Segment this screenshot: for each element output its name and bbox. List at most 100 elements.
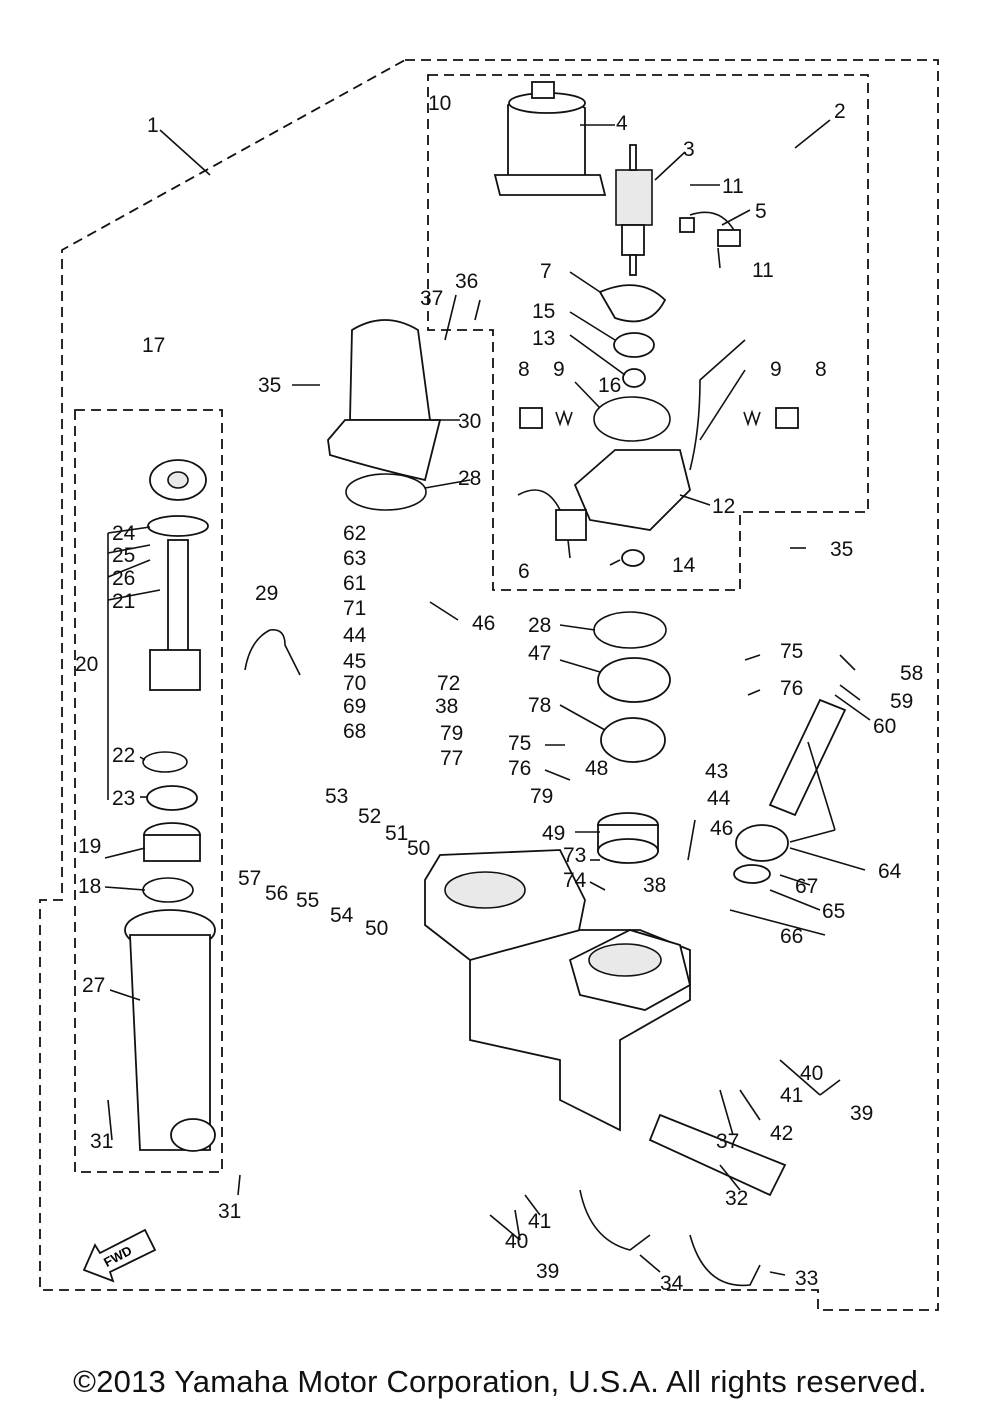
callout-32: 32: [725, 1187, 748, 1210]
callout-29: 29: [255, 582, 278, 605]
callout-60: 60: [873, 715, 896, 738]
callout-2: 2: [834, 100, 846, 123]
callout-31-right: 31: [218, 1200, 241, 1223]
callout-45: 45: [343, 650, 366, 673]
callout-8-right: 8: [815, 358, 827, 381]
callout-46-right: 46: [710, 817, 733, 840]
callout-39-right: 39: [850, 1102, 873, 1125]
spring-part-9-right: [743, 409, 761, 427]
spring-part-9-left: [555, 409, 573, 427]
callout-37-upper: 37: [420, 287, 443, 310]
leader-lines: [104, 119, 871, 1276]
callout-79-lower: 79: [530, 785, 553, 808]
tilt-cylinder-part-27: [124, 909, 216, 1152]
callout-18: 18: [78, 875, 101, 898]
callout-labels: 1 2 3 4 5 6 7 8 8 9 9 10 11 11 12 13 14 …: [75, 92, 923, 1295]
oil-seal-part-14: [621, 549, 645, 567]
callout-7: 7: [540, 260, 552, 283]
callout-20: 20: [75, 653, 98, 676]
o-ring-part-18: [142, 877, 194, 903]
callout-49: 49: [542, 822, 565, 845]
o-ring-part-22: [142, 751, 188, 773]
callout-34: 34: [660, 1272, 684, 1295]
callout-43: 43: [705, 760, 728, 783]
callout-27: 27: [82, 974, 105, 997]
callout-68: 68: [343, 720, 366, 743]
callout-16: 16: [598, 374, 621, 397]
callout-66: 66: [780, 925, 803, 948]
callout-25: 25: [112, 544, 135, 567]
filter-part-47: [597, 657, 671, 703]
callout-6: 6: [518, 560, 530, 583]
callout-76-upper: 76: [780, 677, 803, 700]
pipe-part-33: [689, 1234, 761, 1287]
copyright-notice: ©2013 Yamaha Motor Corporation, U.S.A. A…: [73, 1364, 927, 1399]
callout-12: 12: [712, 495, 735, 518]
callout-19: 19: [78, 835, 101, 858]
callout-53: 53: [325, 785, 348, 808]
callout-37-lower: 37: [716, 1130, 739, 1153]
callout-11-lower: 11: [752, 259, 774, 282]
callout-59: 59: [890, 690, 913, 713]
piston-rod-assembly-part-21: [147, 459, 209, 691]
motor-shaft-part-64: [768, 698, 847, 817]
callout-57: 57: [238, 867, 261, 890]
callout-61: 61: [343, 572, 366, 595]
callout-64: 64: [878, 860, 902, 883]
callout-41-bottom: 41: [528, 1210, 551, 1233]
reservoir-part-30: [327, 319, 442, 482]
motor-yoke-part-4: [493, 81, 607, 196]
callout-51: 51: [385, 822, 408, 845]
callout-47: 47: [528, 642, 551, 665]
brush-part-8-left: [519, 407, 543, 429]
callout-63: 63: [343, 547, 366, 570]
callout-28-lower: 28: [528, 614, 551, 637]
callout-73: 73: [563, 844, 586, 867]
seal-part-67: [735, 824, 789, 862]
assembly-2-outline: [427, 74, 869, 591]
callout-23: 23: [112, 787, 135, 810]
callout-11-upper: 11: [722, 175, 744, 198]
callout-44-left: 44: [343, 624, 367, 647]
callout-15: 15: [532, 300, 555, 323]
callout-46-left: 46: [472, 612, 495, 635]
callout-67: 67: [795, 875, 818, 898]
o-ring-part-65: [733, 864, 771, 884]
gear-pump-part-49: [597, 812, 659, 864]
callout-33: 33: [795, 1267, 818, 1290]
assembly-1-outline: [39, 59, 939, 1311]
callout-50-lower: 50: [365, 917, 388, 940]
pin-part-32: [648, 1113, 787, 1197]
callout-40-bottom: 40: [505, 1230, 528, 1253]
callout-24: 24: [112, 522, 136, 545]
callout-56: 56: [265, 882, 288, 905]
assembly-17-outline: [74, 409, 223, 1173]
manifold-housing: [424, 849, 692, 1132]
callout-54: 54: [330, 904, 354, 927]
callout-42: 42: [770, 1122, 793, 1145]
filter-part-78: [600, 717, 666, 763]
callout-28-upper: 28: [458, 467, 481, 490]
cylinder-cap-part-19: [143, 822, 201, 862]
callout-65: 65: [822, 900, 845, 923]
oil-seal-part-13: [622, 368, 646, 388]
o-ring-part-28-upper: [345, 473, 427, 511]
callout-38-upper: 38: [435, 695, 458, 718]
callout-74: 74: [563, 869, 587, 892]
callout-17: 17: [142, 334, 165, 357]
callout-14: 14: [672, 554, 696, 577]
callout-39-bottom: 39: [536, 1260, 559, 1283]
callout-72: 72: [437, 672, 460, 695]
callout-13: 13: [532, 327, 555, 350]
callout-50-right: 50: [407, 837, 430, 860]
callout-48: 48: [585, 757, 608, 780]
callout-69: 69: [343, 695, 366, 718]
callout-75-upper: 75: [780, 640, 803, 663]
callout-22: 22: [112, 744, 135, 767]
pipe-part-34: [579, 1189, 651, 1251]
callout-38-lower: 38: [643, 874, 666, 897]
backup-ring-part-23: [146, 785, 198, 811]
callout-79-upper: 79: [440, 722, 463, 745]
switch-part-6: [517, 489, 587, 541]
